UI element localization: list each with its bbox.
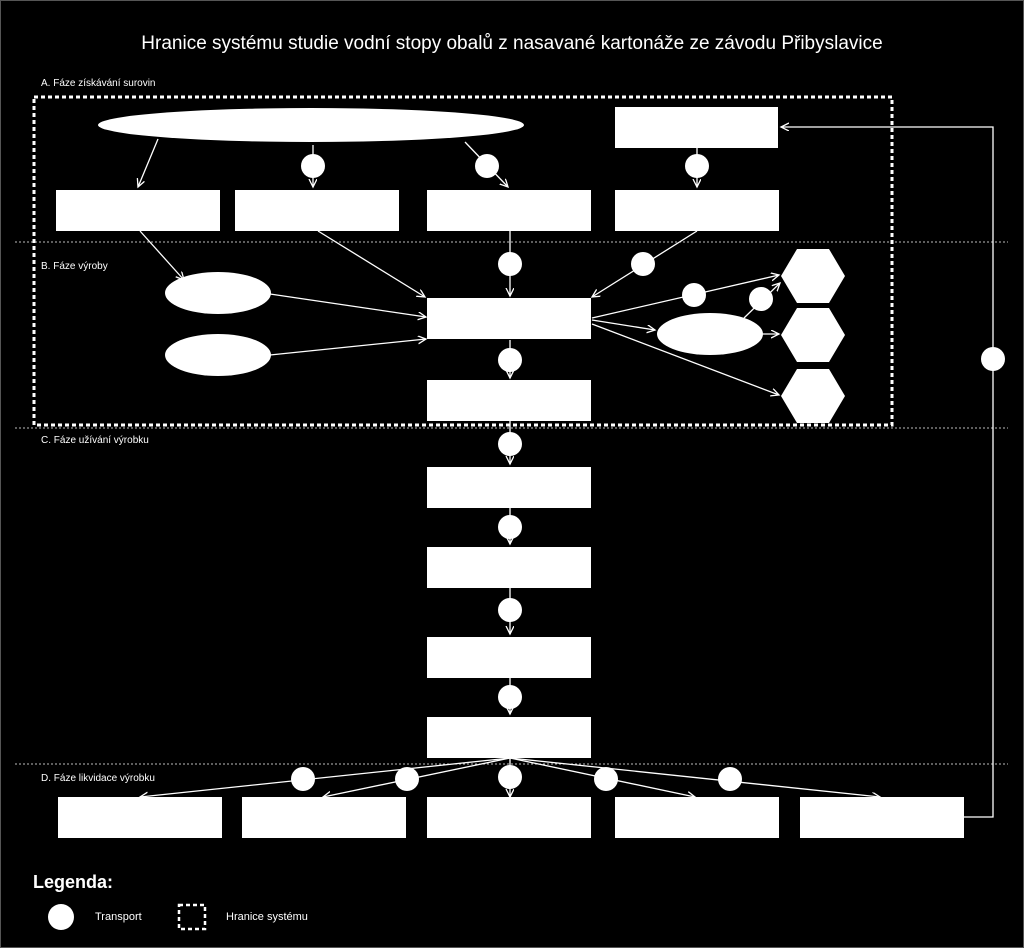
- transport-circle: [395, 767, 419, 791]
- raw-material-box-2: [235, 190, 399, 231]
- transport-circle: [498, 252, 522, 276]
- legend-transport-label: Transport: [95, 911, 142, 923]
- disposal-box-1: [58, 797, 222, 838]
- raw-material-box-4: [615, 190, 779, 231]
- production-input-ellipse-2: [165, 334, 271, 376]
- phase-dividers: [15, 241, 1008, 765]
- disposal-box-5: [800, 797, 964, 838]
- transport-circle: [981, 347, 1005, 371]
- transport-circle: [498, 515, 522, 539]
- transport-circle: [749, 287, 773, 311]
- phase-a-label: A. Fáze získávání surovin: [41, 78, 156, 89]
- legend-title: Legenda:: [33, 872, 114, 892]
- transport-circle: [498, 598, 522, 622]
- transport-circle: [594, 767, 618, 791]
- transport-circle: [718, 767, 742, 791]
- transport-circle: [631, 252, 655, 276]
- arrow: [269, 293, 426, 317]
- transport-circle: [475, 154, 499, 178]
- use-phase-box-3: [427, 637, 591, 678]
- production-final-box: [427, 380, 591, 421]
- transport-circle: [301, 154, 325, 178]
- output-hexagon-1: [781, 249, 845, 303]
- arrow: [317, 230, 425, 297]
- diagram-title: Hranice systému studie vodní stopy obalů…: [141, 33, 883, 54]
- use-phase-box-2: [427, 547, 591, 588]
- transport-circle: [682, 283, 706, 307]
- recycling-loop-arrow: [781, 127, 994, 818]
- arrow: [509, 757, 880, 797]
- output-hexagon-2: [781, 308, 845, 362]
- arrow: [139, 230, 184, 280]
- arrow: [591, 319, 655, 330]
- production-output-ellipse: [657, 313, 763, 355]
- transport-circle: [291, 767, 315, 791]
- legend-boundary-icon: [177, 903, 207, 931]
- production-input-ellipse-1: [165, 272, 271, 314]
- recycled-input-box: [615, 107, 778, 148]
- raw-material-box-3: [427, 190, 591, 231]
- phase-b-label: B. Fáze výroby: [41, 261, 108, 272]
- disposal-box-3: [427, 797, 591, 838]
- raw-material-ellipse: [98, 108, 524, 142]
- phase-c-label: C. Fáze užívání výrobku: [41, 435, 149, 446]
- arrow: [269, 339, 426, 356]
- arrow: [591, 323, 779, 395]
- use-phase-box-1: [427, 467, 591, 508]
- transport-circle: [498, 432, 522, 456]
- legend-boundary-label: Hranice systému: [226, 911, 308, 923]
- transport-circle: [498, 685, 522, 709]
- system-boundary: [32, 95, 894, 427]
- arrow: [140, 757, 511, 797]
- transport-circle: [498, 348, 522, 372]
- disposal-box-4: [615, 797, 779, 838]
- legend-transport-icon: [48, 904, 74, 930]
- transport-circle: [498, 765, 522, 789]
- phase-d-label: D. Fáze likvidace výrobku: [41, 773, 155, 784]
- output-hexagon-3: [781, 369, 845, 423]
- arrow: [138, 138, 159, 187]
- disposal-box-2: [242, 797, 406, 838]
- raw-material-box-1: [56, 190, 220, 231]
- production-process-box: [427, 298, 591, 339]
- transport-circle: [685, 154, 709, 178]
- use-phase-box-4: [427, 717, 591, 758]
